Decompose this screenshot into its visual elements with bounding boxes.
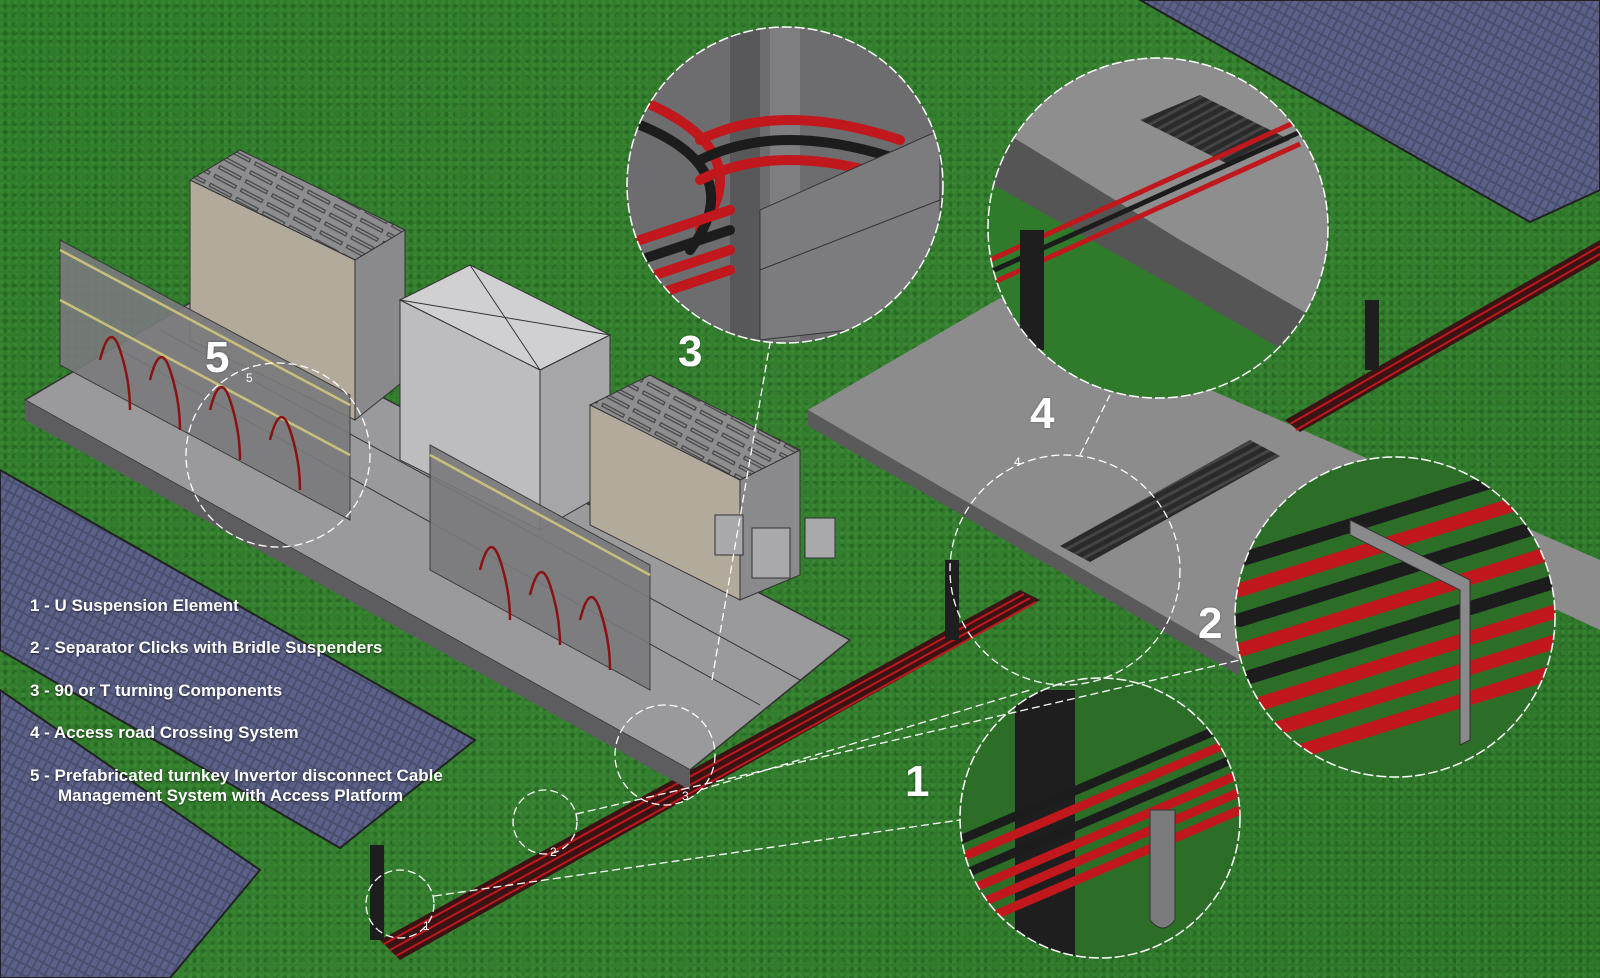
detail-view-2 bbox=[1234, 456, 1556, 778]
callout-4: 4 bbox=[1030, 389, 1055, 438]
callout-1: 1 bbox=[905, 757, 930, 806]
marker-label-3: 3 bbox=[682, 789, 689, 803]
marker-label-1: 1 bbox=[423, 919, 430, 933]
legend-item-4: 4 - Access road Crossing System bbox=[30, 723, 299, 743]
disconnect-boxes bbox=[714, 514, 836, 579]
combiner-racks bbox=[59, 239, 651, 691]
marker-circle-2 bbox=[512, 789, 578, 855]
inverter-cabinets-right bbox=[588, 374, 802, 601]
marker-circle-1 bbox=[365, 869, 435, 939]
marker-circle-5 bbox=[185, 362, 371, 548]
detail-view-3 bbox=[626, 26, 944, 344]
leader-lines bbox=[185, 342, 1241, 939]
legend-item-5-line-1: 5 - Prefabricated turnkey Invertor disco… bbox=[30, 765, 443, 785]
cable-trench bbox=[370, 240, 1600, 960]
legend-item-2: 2 - Separator Clicks with Bridle Suspend… bbox=[30, 638, 383, 658]
marker-circle-4 bbox=[949, 454, 1181, 686]
legend-item-1: 1 - U Suspension Element bbox=[30, 596, 239, 615]
solar-panel-array-top-right bbox=[1137, 0, 1600, 224]
callout-3: 3 bbox=[678, 327, 703, 376]
marker-circle-3 bbox=[614, 704, 716, 806]
solar-panel-array-left bbox=[0, 468, 477, 978]
detail-view-4 bbox=[987, 57, 1329, 399]
marker-label-4: 4 bbox=[1014, 455, 1021, 469]
legend-item-3: 3 - 90 or T turning Components bbox=[30, 680, 283, 700]
detail-view-1 bbox=[959, 677, 1241, 959]
marker-label-5: 5 bbox=[246, 371, 253, 385]
marker-label-2: 2 bbox=[550, 845, 557, 859]
callout-5: 5 bbox=[205, 333, 230, 382]
legend: 1 - U Suspension Element 2 - Separator C… bbox=[30, 596, 443, 828]
callout-2: 2 bbox=[1198, 599, 1223, 648]
legend-item-5: 5 - Prefabricated turnkey Invertor disco… bbox=[30, 766, 443, 807]
legend-item-5-line-2: Management System with Access Platform bbox=[58, 785, 404, 805]
